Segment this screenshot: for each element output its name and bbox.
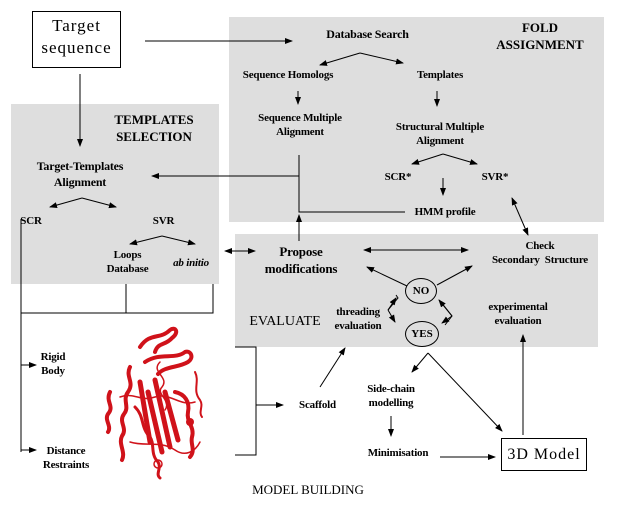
arrow-no-yes <box>438 299 453 317</box>
check-line2: Secondary Structure <box>491 254 588 266</box>
experimental-line1: experimental <box>488 301 548 313</box>
check-secondary-structure-label: Check Secondary Structure <box>478 239 602 267</box>
arrow-database-split <box>319 52 361 66</box>
arrow-yes-to-model <box>427 352 503 432</box>
hmm-profile-label: HMM profile <box>414 206 476 218</box>
structural-multiple-alignment-label: Structural Multiple Alignment <box>380 120 500 148</box>
arrow-threading-to-yes <box>387 309 396 323</box>
sidechain-line1: Side-chain <box>367 383 415 395</box>
propose-modifications-label: Propose modifications <box>256 243 346 277</box>
svr-star-label: SVR* <box>481 171 509 183</box>
templates-selection-title: TEMPLATES SELECTION <box>104 111 204 145</box>
arrow-svr-check <box>511 197 529 236</box>
side-chain-modelling-label: Side-chain modelling <box>355 382 427 410</box>
experimental-evaluation-label: experimental evaluation <box>478 300 558 328</box>
svr-label: SVR <box>152 215 175 227</box>
yes-decision: YES <box>405 321 439 347</box>
check-line1: Check <box>525 240 555 252</box>
seq-ma-line2: Alignment <box>276 126 324 138</box>
loops-line1: Loops <box>113 249 142 261</box>
templates-selection-panel <box>11 104 219 284</box>
line-seqma-to-hmm <box>298 155 405 213</box>
propose-line2: modifications <box>264 261 338 276</box>
sequence-multiple-alignment-label: Sequence Multiple Alignment <box>245 111 355 139</box>
scr-star-label: SCR* <box>384 171 412 183</box>
target-sequence-line1: Target <box>52 16 101 35</box>
target-sequence-line2: sequence <box>41 38 112 57</box>
rigid-body-label: Rigid Body <box>38 350 68 378</box>
propose-line1: Propose <box>279 244 323 259</box>
protein-structure-image <box>104 326 203 480</box>
seq-ma-line1: Sequence Multiple <box>258 112 342 124</box>
arrow-svr-split <box>129 235 163 246</box>
distance-restraints-label: Distance Restraints <box>36 444 96 472</box>
threading-line1: threading <box>336 306 380 318</box>
target-templates-alignment-label: Target-Templates Alignment <box>25 158 135 190</box>
line-model-bracket <box>235 346 257 456</box>
experimental-line2: evaluation <box>494 315 542 327</box>
threading-line2: evaluation <box>334 320 382 332</box>
ab-initio-label: ab initio <box>173 257 209 269</box>
distance-line2: Restraints <box>42 459 90 471</box>
scr-label: SCR <box>20 215 42 227</box>
templates-selection-title-line2: SELECTION <box>116 129 192 144</box>
rigid-line1: Rigid <box>40 351 66 363</box>
arrow-threading-to-no <box>387 294 399 311</box>
fold-assignment-title-line2: ASSIGNMENT <box>496 37 584 52</box>
templates-selection-title-line1: TEMPLATES <box>114 112 194 127</box>
arrow-no-to-propose <box>366 266 408 287</box>
arrow-alignment-split <box>49 197 83 208</box>
rigid-line2: Body <box>41 365 65 377</box>
str-ma-line1: Structural Multiple <box>395 121 485 133</box>
arrow-no-to-check <box>436 265 473 286</box>
target-sequence-box: Target sequence <box>32 11 121 68</box>
loops-line2: Database <box>106 263 149 275</box>
fold-assignment-title: FOLD ASSIGNMENT <box>490 19 590 53</box>
templates-label: Templates <box>416 69 464 81</box>
scaffold-label: Scaffold <box>299 399 336 411</box>
fold-assignment-title-line1: FOLD <box>521 20 559 35</box>
database-search-label: Database Search <box>326 27 409 41</box>
arrow-structural-split <box>411 153 444 165</box>
distance-line1: Distance <box>46 445 86 457</box>
threading-evaluation-label: threading evaluation <box>328 305 388 333</box>
sequence-homologs-label: Sequence Homologs <box>242 69 334 81</box>
str-ma-line2: Alignment <box>416 135 464 147</box>
tta-line1: Target-Templates <box>36 159 124 173</box>
evaluate-title: EVALUATE <box>249 314 321 329</box>
model-3d-box: 3D Model <box>501 438 587 471</box>
arrow-yes-to-sidechain <box>411 352 429 373</box>
line-templates-bracket <box>20 219 214 314</box>
tta-line2: Alignment <box>53 175 107 189</box>
fold-assignment-panel <box>229 17 604 222</box>
minimisation-label: Minimisation <box>367 447 429 459</box>
loops-database-label: Loops Database <box>100 248 155 276</box>
sidechain-line2: modelling <box>368 397 414 409</box>
arrow-scaffold-up <box>319 347 346 388</box>
no-decision: NO <box>405 278 437 304</box>
model-building-title: MODEL BUILDING <box>252 482 364 497</box>
